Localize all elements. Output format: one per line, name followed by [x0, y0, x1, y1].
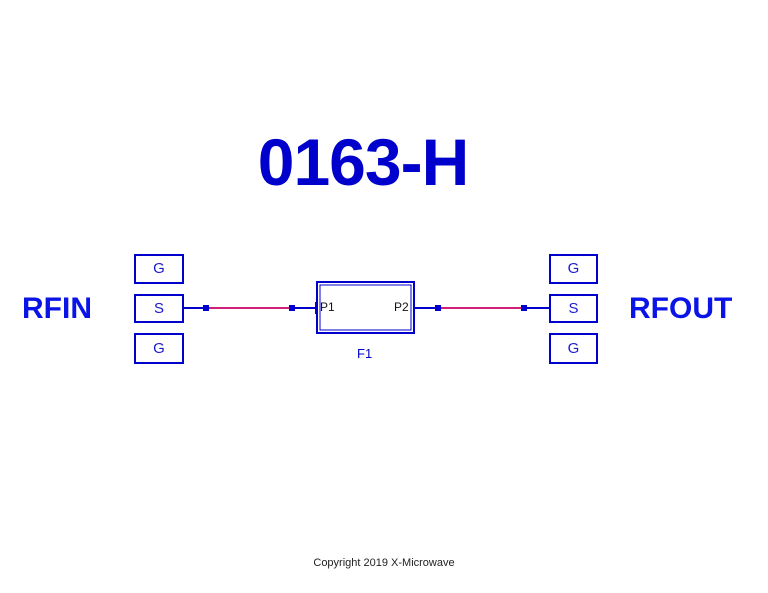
- rfout-label: RFOUT: [629, 292, 733, 325]
- right-ground-pad-bottom[interactable]: G: [549, 333, 598, 364]
- copyright-notice: Copyright 2019 X-Microwave: [313, 557, 455, 569]
- pin1-label: P1: [320, 300, 335, 314]
- left-ground-pad-bottom[interactable]: G: [134, 333, 184, 364]
- pin2-label: P2: [394, 300, 409, 314]
- component-f1-inner-border: [319, 284, 412, 331]
- right-ground-pad-top[interactable]: G: [549, 254, 598, 284]
- left-ground-pad-top[interactable]: G: [134, 254, 184, 284]
- part-number-title: 0163-H: [257, 125, 469, 199]
- right-node-dot-outer[interactable]: [521, 305, 527, 311]
- component-designator: F1: [357, 346, 373, 361]
- right-signal-pad[interactable]: S: [549, 294, 598, 323]
- right-node-dot-inner[interactable]: [435, 305, 441, 311]
- rfin-label: RFIN: [22, 292, 92, 325]
- left-signal-pad[interactable]: S: [134, 294, 184, 323]
- component-f1-outer-border[interactable]: [316, 281, 415, 334]
- left-node-dot-outer[interactable]: [203, 305, 209, 311]
- left-node-dot-inner[interactable]: [289, 305, 295, 311]
